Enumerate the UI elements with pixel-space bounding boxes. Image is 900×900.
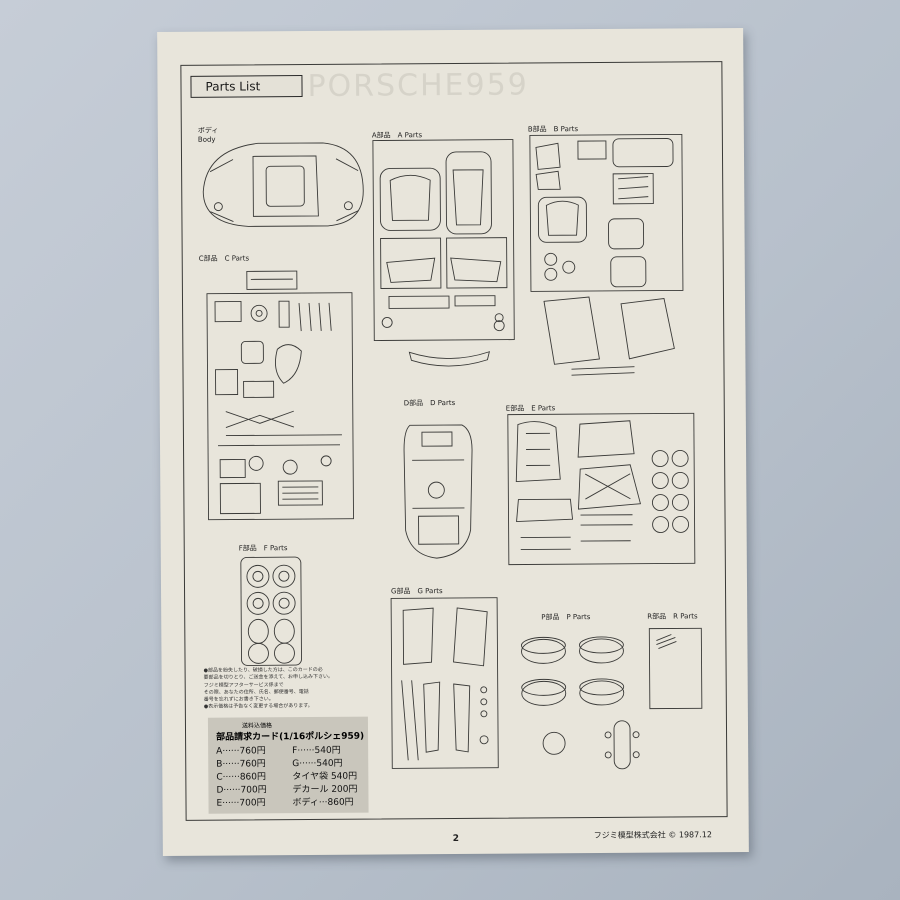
price-row: デカール 200円 (292, 784, 358, 796)
price-row: F······540円 (292, 745, 341, 757)
note-line: ●表示価格は予告なく変更する場合があります。 (203, 703, 313, 710)
price-row: E······700円 (216, 798, 266, 809)
r-parts-decal (648, 627, 703, 710)
card-header: 送料込価格 (241, 722, 273, 730)
price-row: ボディ···860円 (292, 797, 354, 809)
instruction-sheet: PORSCHE959 Parts List ボディ Body A部品 A Par… (157, 27, 749, 857)
price-row: B······760円 (216, 759, 266, 770)
print-date: 1987.12 (678, 830, 712, 840)
copyright-mark: © (668, 830, 677, 840)
body-shell-drawing (202, 142, 364, 227)
notes-block: ●部品を紛失したり、破損した方は、このカードの必 要部品を切りとり、ご送金を添え… (204, 666, 384, 711)
parts-diagrams (202, 133, 703, 770)
maker-credit: フジミ模型株式会社 © 1987.12 (594, 829, 712, 841)
p-parts-tires (520, 636, 640, 770)
price-row: A······760円 (216, 746, 266, 757)
a-parts-tree (372, 139, 515, 367)
parts-order-card: 送料込価格 部品請求カード(1/16ポルシェ959) A······760円 B… (207, 716, 369, 814)
price-row: G······540円 (292, 758, 343, 770)
price-row: タイヤ袋 540円 (292, 771, 358, 783)
d-parts-chassis (403, 424, 473, 559)
card-title: 部品請求カード(1/16ポルシェ959) (216, 731, 365, 743)
price-row: C······860円 (216, 772, 267, 783)
g-parts-tree (390, 597, 499, 769)
page-number: 2 (452, 833, 460, 845)
f-parts-wheels (240, 556, 302, 666)
e-parts-tree (507, 412, 696, 566)
price-row: D······700円 (216, 785, 267, 796)
c-parts-tree (206, 270, 354, 521)
b-parts-tree (529, 133, 684, 376)
maker-name: フジミ模型株式会社 (593, 830, 666, 841)
